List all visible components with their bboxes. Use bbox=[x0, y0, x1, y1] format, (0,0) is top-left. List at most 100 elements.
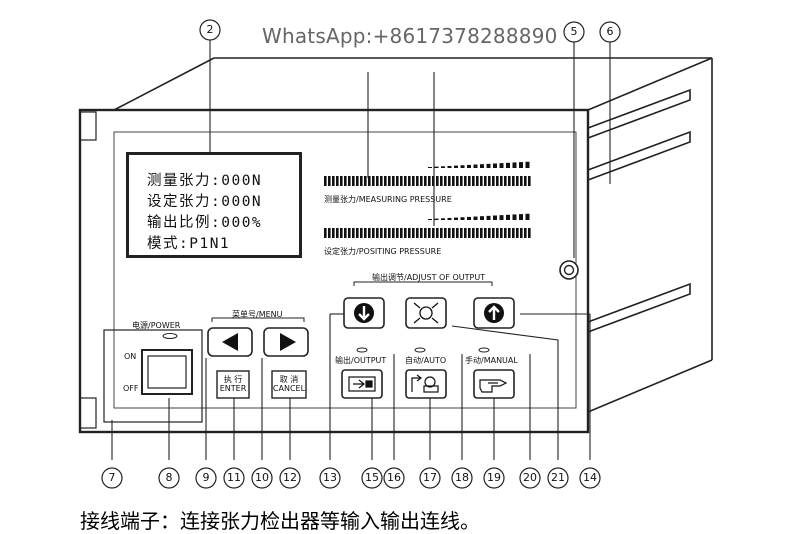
callout-circle bbox=[519, 467, 541, 489]
bar-segment bbox=[512, 228, 515, 238]
scale-tick bbox=[519, 214, 523, 220]
scale-tick bbox=[454, 217, 458, 220]
bar-segment bbox=[516, 228, 519, 238]
menu-right-button[interactable] bbox=[263, 327, 309, 357]
bar-segment bbox=[468, 176, 471, 186]
callout-circle bbox=[599, 21, 621, 43]
bar-segment bbox=[476, 228, 479, 238]
bar-segment bbox=[520, 176, 523, 186]
bar-segment bbox=[424, 228, 427, 238]
positing-scale-ramp bbox=[428, 213, 530, 220]
bar-segment bbox=[360, 176, 363, 186]
bar-segment bbox=[328, 228, 331, 238]
cancel-en-label: CANCEL bbox=[272, 384, 306, 393]
manual-button[interactable] bbox=[473, 369, 515, 399]
output-increase-button[interactable] bbox=[473, 297, 515, 329]
bar-segment bbox=[480, 228, 483, 238]
callout-circle bbox=[279, 467, 301, 489]
callout-number: 21 bbox=[551, 471, 565, 484]
scale-tick bbox=[441, 166, 445, 168]
bar-segment bbox=[492, 176, 495, 186]
output-decrease-button[interactable] bbox=[343, 297, 385, 329]
bar-segment bbox=[404, 228, 407, 238]
callout-number: 8 bbox=[165, 471, 173, 484]
callout-circle bbox=[383, 467, 405, 489]
bar-segment bbox=[332, 228, 335, 238]
output-led bbox=[356, 347, 368, 353]
bar-segment bbox=[344, 228, 347, 238]
bar-segment bbox=[360, 228, 363, 238]
bar-segment bbox=[400, 228, 403, 238]
lcd-set-tension: 设定张力:000N bbox=[147, 194, 263, 210]
bar-segment bbox=[352, 228, 355, 238]
bar-segment bbox=[508, 228, 511, 238]
cancel-button[interactable] bbox=[271, 370, 307, 399]
scale-tick bbox=[486, 215, 491, 220]
bar-segment bbox=[376, 228, 379, 238]
callout-number: 5 bbox=[570, 25, 578, 38]
bar-segment bbox=[516, 176, 519, 186]
scale-tick bbox=[525, 161, 530, 168]
scale-tick bbox=[512, 214, 517, 220]
bar-segment bbox=[380, 176, 383, 186]
output-reset-button[interactable] bbox=[405, 297, 447, 329]
auto-button[interactable] bbox=[405, 369, 447, 399]
bar-segment bbox=[480, 176, 483, 186]
screw-hole bbox=[559, 260, 579, 280]
power-label: 电源/POWER bbox=[132, 321, 181, 330]
bar-segment bbox=[352, 176, 355, 186]
callout-number: 17 bbox=[423, 471, 437, 484]
bar-segment bbox=[456, 228, 459, 238]
bar-segment bbox=[432, 228, 435, 238]
bar-segment bbox=[364, 228, 367, 238]
callout-number: 14 bbox=[583, 471, 597, 484]
scale-tick bbox=[434, 166, 439, 168]
bar-segment bbox=[372, 228, 375, 238]
scale-tick bbox=[460, 217, 465, 220]
scale-tick bbox=[460, 165, 465, 168]
output-button[interactable] bbox=[341, 369, 383, 399]
scale-tick bbox=[447, 165, 452, 168]
center-target-icon bbox=[413, 302, 439, 324]
bar-segment bbox=[508, 176, 511, 186]
hand-pointer-icon bbox=[479, 379, 508, 393]
bar-segment bbox=[348, 176, 351, 186]
bar-segment bbox=[356, 228, 359, 238]
callout-circle bbox=[101, 467, 123, 489]
callout-circle bbox=[251, 467, 273, 489]
enter-en-label: ENTER bbox=[219, 384, 247, 393]
bar-segment bbox=[332, 176, 335, 186]
bar-segment bbox=[440, 176, 443, 186]
watermark: WhatsApp:+8617378288890 bbox=[262, 24, 558, 48]
enter-button[interactable] bbox=[216, 370, 250, 399]
power-led bbox=[162, 333, 178, 339]
callout-number: 7 bbox=[108, 471, 116, 484]
bar-segment bbox=[436, 228, 439, 238]
bar-segment bbox=[512, 176, 515, 186]
measuring-pressure-label: 测量张力/MEASURING PRESSURE bbox=[324, 195, 452, 204]
scale-tick bbox=[454, 165, 458, 168]
bar-segment bbox=[528, 176, 531, 186]
bar-segment bbox=[500, 228, 503, 238]
lcd-measured-tension: 测量张力:000N bbox=[147, 173, 263, 189]
menu-left-button[interactable] bbox=[207, 327, 253, 357]
auto-led bbox=[414, 347, 426, 353]
bar-segment bbox=[432, 176, 435, 186]
callout-circle bbox=[419, 467, 441, 489]
callout-circle bbox=[547, 467, 569, 489]
bar-segment bbox=[488, 176, 491, 186]
menu-label: 菜单号/MENU bbox=[232, 310, 283, 319]
bar-segment bbox=[472, 176, 475, 186]
bar-segment bbox=[460, 228, 463, 238]
callout-circle bbox=[195, 467, 217, 489]
bar-segment bbox=[368, 228, 371, 238]
callout-circle bbox=[563, 21, 585, 43]
adjust-bracket bbox=[353, 281, 493, 286]
bar-segment bbox=[388, 228, 391, 238]
bar-segment bbox=[344, 176, 347, 186]
manual-led bbox=[478, 347, 490, 353]
bar-segment bbox=[392, 228, 395, 238]
callout-number: 10 bbox=[255, 471, 269, 484]
callout-number: 16 bbox=[387, 471, 401, 484]
bar-segment bbox=[464, 228, 467, 238]
